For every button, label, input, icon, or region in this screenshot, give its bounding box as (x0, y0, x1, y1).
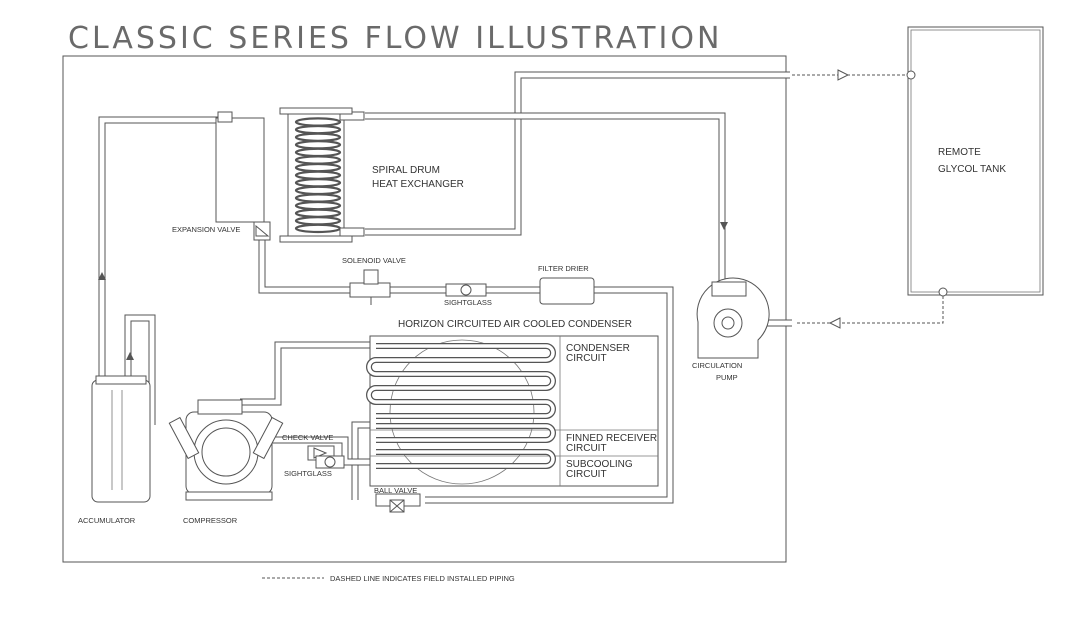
spiral-drum-heat-exchanger (279, 107, 365, 243)
spiral-drum-label-1: SPIRAL DRUM (372, 165, 440, 176)
condenser-tube (367, 344, 555, 418)
receiver-vessel (215, 117, 265, 223)
remote-glycol-tank-inner (910, 29, 1041, 293)
circulation-pump-label-2: PUMP (716, 373, 738, 382)
finned-receiver-label-1: FINNED RECEIVER (566, 433, 657, 444)
expansion-valve-label: EXPANSION VALVE (172, 225, 240, 234)
ball-valve-label: BALL VALVE (374, 486, 417, 495)
condenser-circuit-label-1: CONDENSER (566, 343, 630, 354)
finned-receiver-label-2: CIRCUIT (566, 443, 607, 454)
sightglass-bottom-label: SIGHTGLASS (284, 469, 332, 478)
expansion-valve (253, 221, 271, 241)
filter-drier-label: FILTER DRIER (538, 264, 589, 273)
condenser-circuit-label-2: CIRCUIT (566, 353, 607, 364)
remote-tank-label-1: REMOTE (938, 147, 981, 158)
condenser-tube (376, 450, 555, 468)
accumulator-label: ACCUMULATOR (78, 516, 136, 525)
sightglass-bottom (315, 455, 345, 469)
condenser-title: HORIZON CIRCUITED AIR COOLED CONDENSER (398, 319, 632, 330)
circulation-pump-label-1: CIRCULATION (692, 361, 742, 370)
legend-text: DASHED LINE INDICATES FIELD INSTALLED PI… (330, 574, 515, 583)
receiver-cap (217, 111, 233, 123)
solenoid-valve (349, 269, 391, 305)
field-piping (792, 69, 944, 329)
subcooling-label-2: CIRCUIT (566, 469, 607, 480)
tank-lower-fitting (938, 287, 948, 297)
filter-drier (539, 277, 595, 305)
check-valve-label: CHECK VALVE (282, 433, 333, 442)
tank-upper-fitting (906, 70, 916, 80)
condenser-tube (376, 424, 555, 442)
compressor-label: COMPRESSOR (183, 516, 238, 525)
subcooling-label-1: SUBCOOLING (566, 459, 633, 470)
air-cooled-condenser (366, 335, 659, 487)
compressor (168, 399, 284, 501)
flow-arrows (98, 222, 728, 360)
solenoid-valve-label: SOLENOID VALVE (342, 256, 406, 265)
remote-glycol-tank (907, 26, 1044, 296)
remote-tank-label-2: GLYCOL TANK (938, 164, 1006, 175)
ball-valve (375, 493, 421, 513)
sightglass-top-label: SIGHTGLASS (444, 298, 492, 307)
piping (98, 71, 792, 504)
accumulator (91, 375, 151, 503)
diagram-title: CLASSIC SERIES FLOW ILLUSTRATION (68, 21, 722, 56)
system-frame (62, 55, 787, 563)
spiral-drum-label-2: HEAT EXCHANGER (372, 179, 464, 190)
circulation-pump (696, 277, 770, 359)
sightglass-top (445, 283, 487, 297)
